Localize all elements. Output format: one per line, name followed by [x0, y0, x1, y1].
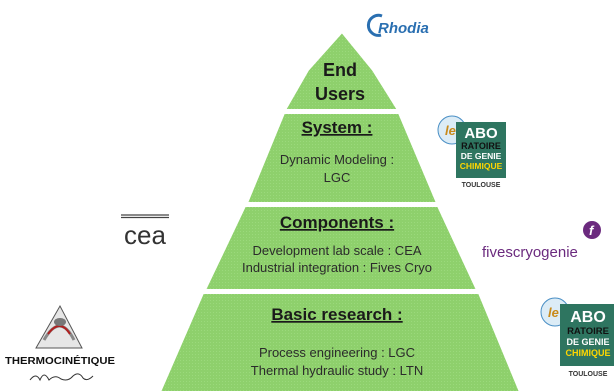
lgc-bottom-abo: ABO: [570, 309, 606, 326]
tier-top-line-1: End: [323, 60, 357, 80]
cea-logo: cea: [121, 214, 169, 250]
fives-logo-text: fivescryogenie: [482, 244, 578, 261]
lgc-bottom-ratoire: RATOIRE: [567, 326, 609, 337]
pyramid-tier-top: [283, 30, 400, 111]
tier-top-line-2: Users: [315, 84, 365, 104]
thermo-logo-text: THERMOCINÉTIQUE: [5, 354, 115, 367]
fives-logo-mark: f: [589, 223, 595, 238]
tier-components-line-1: Development lab scale : CEA: [252, 243, 421, 258]
rhodia-logo: Rhodia: [366, 13, 429, 37]
lgc-bottom-le: le: [548, 305, 559, 320]
tier-basic-research-line-2: Thermal hydraulic study : LTN: [251, 363, 423, 378]
lgc-top-le: le: [445, 123, 456, 138]
tier-system-title: System :: [302, 118, 373, 137]
lgc-bottom-chimique: CHIMIQUE: [566, 348, 611, 358]
pyramid-tier-system: [245, 112, 439, 204]
tier-basic-research-title: Basic research :: [271, 305, 402, 324]
fives-cryogenie-logo: f fivescryogenie: [482, 221, 601, 261]
lgc-top-chimique: CHIMIQUE: [460, 161, 503, 171]
pyramid-tier-components: [203, 205, 479, 291]
cea-logo-text: cea: [124, 220, 166, 250]
lgc-top-ratoire: RATOIRE: [461, 141, 501, 151]
lgc-top-abo: ABO: [464, 125, 498, 142]
thermo-signature: [29, 373, 94, 382]
thermocinetique-logo: THERMOCINÉTIQUE: [5, 304, 115, 382]
lgc-logo-bottom: le ABO RATOIRE DE GENIE CHIMIQUE TOULOUS…: [540, 297, 614, 378]
tier-components-title: Components :: [280, 213, 394, 232]
lgc-top-de-genie: DE GENIE: [461, 151, 502, 161]
tier-system-line-2: LGC: [324, 170, 351, 185]
tier-basic-research-line-1: Process engineering : LGC: [259, 345, 415, 360]
tier-components-line-2: Industrial integration : Fives Cryo: [242, 260, 432, 275]
lgc-bottom-toulouse: TOULOUSE: [569, 371, 608, 378]
lgc-top-toulouse: TOULOUSE: [462, 182, 501, 189]
rhodia-logo-text: Rhodia: [378, 20, 429, 37]
pyramid-tier-basic-research: [158, 292, 522, 392]
lgc-bottom-de-genie: DE GENIE: [566, 337, 609, 347]
lgc-logo-top: le ABO RATOIRE DE GENIE CHIMIQUE TOULOUS…: [437, 115, 506, 189]
tier-system-line-1: Dynamic Modeling :: [280, 152, 394, 167]
